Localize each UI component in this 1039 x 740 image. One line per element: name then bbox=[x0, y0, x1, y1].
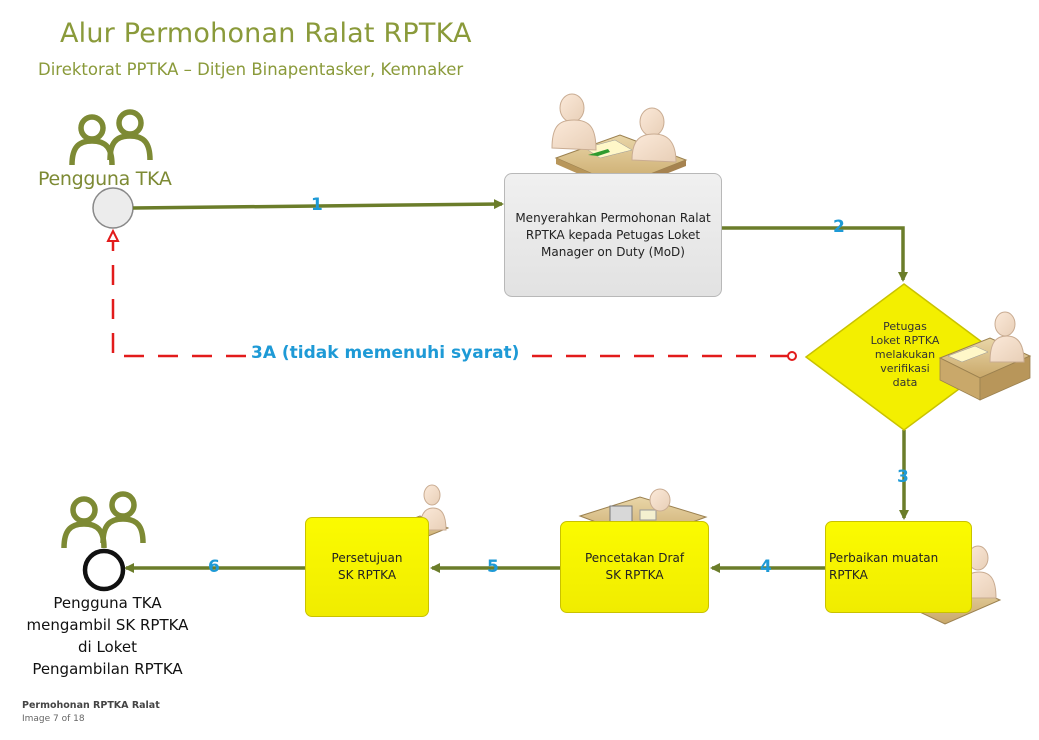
task-submit-request: Menyerahkan Permohonan Ralat RPTKA kepad… bbox=[504, 173, 722, 297]
step-label-5: 5 bbox=[487, 557, 499, 577]
reject-origin-dot bbox=[787, 351, 797, 361]
verify-line: data bbox=[892, 376, 918, 389]
task-edit-content: Perbaikan muatan RPTKA bbox=[825, 521, 972, 613]
reject-arrow-head bbox=[106, 228, 120, 242]
task-approve-line: Persetujuan bbox=[331, 551, 403, 565]
clerk-verification-icon bbox=[938, 311, 1032, 401]
end-label: Pengguna TKA mengambil SK RPTKA di Loket… bbox=[20, 592, 195, 680]
step-label-4: 4 bbox=[760, 557, 772, 577]
start-node bbox=[92, 187, 134, 229]
page-subtitle: Direktorat PPTKA – Ditjen Binapentasker,… bbox=[38, 60, 464, 79]
task-edit-line: RPTKA bbox=[829, 568, 868, 582]
users-icon bbox=[69, 109, 153, 166]
verify-line: Loket RPTKA bbox=[870, 334, 940, 347]
end-label-line: Pengguna TKA bbox=[53, 594, 162, 612]
reject-arrow-3a bbox=[111, 240, 790, 358]
task-edit-line: Perbaikan muatan bbox=[829, 551, 939, 565]
flow-arrow-2 bbox=[722, 226, 908, 282]
footer-page-indicator: Image 7 of 18 bbox=[22, 714, 85, 724]
step-label-3: 3 bbox=[897, 467, 909, 487]
end-label-line: di Loket bbox=[78, 638, 137, 656]
task-approve-line: SK RPTKA bbox=[337, 568, 397, 582]
actor-label: Pengguna TKA bbox=[38, 168, 172, 190]
task-print-draft: Pencetakan Draf SK RPTKA bbox=[560, 521, 709, 613]
footer-doc-title: Permohonan RPTKA Ralat bbox=[22, 700, 160, 711]
task-submit-text: Menyerahkan Permohonan Ralat RPTKA kepad… bbox=[515, 210, 711, 259]
verify-line: melakukan bbox=[874, 348, 936, 361]
page-title: Alur Permohonan Ralat RPTKA bbox=[60, 18, 472, 49]
decision-diamond bbox=[804, 283, 1004, 431]
flow-arrow-1 bbox=[132, 199, 504, 210]
verify-line: Petugas bbox=[883, 320, 927, 333]
step-label-1: 1 bbox=[311, 195, 323, 215]
task-print-line: SK RPTKA bbox=[605, 568, 664, 582]
end-users-icon bbox=[61, 491, 146, 549]
step-label-3a: 3A (tidak memenuhi syarat) bbox=[249, 343, 522, 363]
end-label-line: mengambil SK RPTKA bbox=[26, 616, 189, 634]
task-print-line: Pencetakan Draf bbox=[584, 551, 685, 565]
end-node bbox=[82, 548, 126, 592]
decision-verify-text: Petugas Loket RPTKA melakukan verifikasi… bbox=[860, 320, 950, 390]
task-approve: Persetujuan SK RPTKA bbox=[305, 517, 429, 617]
end-label-line: Pengambilan RPTKA bbox=[32, 660, 183, 678]
step-label-6: 6 bbox=[208, 557, 220, 577]
verify-line: verifikasi bbox=[880, 362, 930, 375]
step-label-2: 2 bbox=[833, 217, 845, 237]
